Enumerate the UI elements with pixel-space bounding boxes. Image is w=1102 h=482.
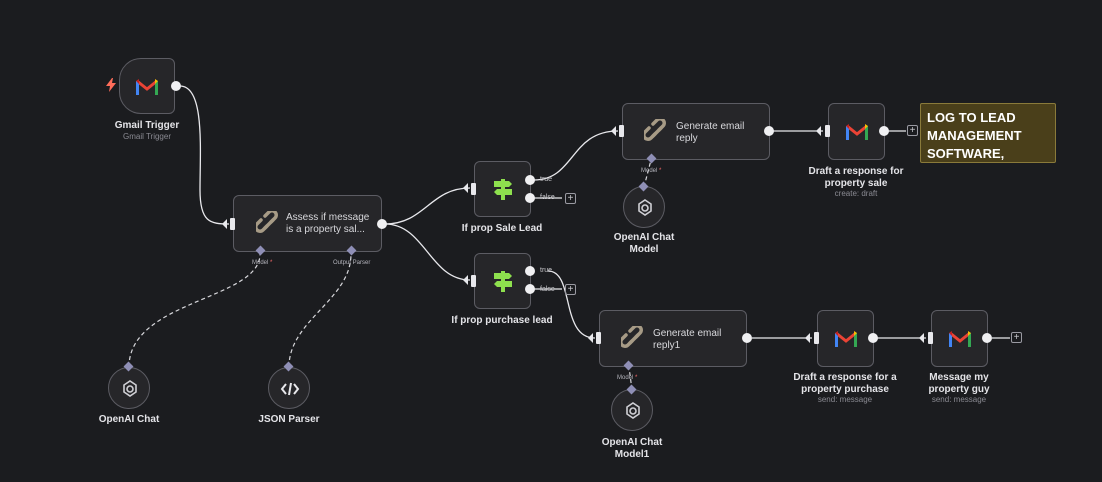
chain-link-icon xyxy=(621,326,643,348)
if-sale-label: If prop Sale Lead xyxy=(461,223,543,234)
message-guy-output[interactable] xyxy=(982,333,992,343)
gmail-icon xyxy=(949,331,971,347)
sticky-note[interactable]: LOG TO LEAD MANAGEMENT SOFTWARE, xyxy=(920,103,1056,163)
signpost-icon xyxy=(494,179,512,200)
draft-sale-output[interactable] xyxy=(879,126,889,136)
if-sale-input-handle[interactable] xyxy=(471,183,476,195)
assess-parser-port-label: Output Parser xyxy=(333,260,371,266)
assess-property-sale-node[interactable]: Assess if message is a property sal... xyxy=(233,195,382,252)
draft-purchase-sublabel: send: message xyxy=(817,395,873,404)
assess-node-title: Assess if message is a property sal... xyxy=(286,212,370,235)
if-purchase-false-output[interactable] xyxy=(525,284,535,294)
generate-reply-model-label: Model * xyxy=(641,168,662,174)
openai-icon xyxy=(626,402,640,419)
generate-email-reply-node[interactable]: Generate email reply xyxy=(622,103,770,160)
message-guy-add-button[interactable]: + xyxy=(1011,332,1022,343)
openai-chat-model1-node[interactable] xyxy=(611,389,653,431)
wire-openai-chat-to-assess xyxy=(128,253,261,368)
chain-link-icon xyxy=(644,119,666,141)
json-parser-label: JSON Parser xyxy=(258,414,320,425)
if-sale-false-label: false xyxy=(540,194,555,201)
openai-chat-model-node[interactable] xyxy=(623,186,665,228)
assess-output[interactable] xyxy=(377,219,387,229)
draft-property-purchase-node[interactable] xyxy=(817,310,874,367)
if-purchase-false-label: false xyxy=(540,286,555,293)
if-sale-true-output[interactable] xyxy=(525,175,535,185)
if-purchase-label: If prop purchase lead xyxy=(451,315,553,326)
draft-sale-label: Draft a response for property sale xyxy=(808,166,904,189)
openai-chat-model1-label: OpenAI Chat Model1 xyxy=(601,437,663,460)
if-purchase-true-output[interactable] xyxy=(525,266,535,276)
if-purchase-lead-node[interactable] xyxy=(474,253,531,309)
message-guy-label: Message my property guy xyxy=(928,372,990,395)
generate-reply1-model-label: Model * xyxy=(617,375,638,381)
wire-ifsale-true-to-genreply xyxy=(533,130,619,181)
if-purchase-input-handle[interactable] xyxy=(471,275,476,287)
code-icon xyxy=(280,382,300,396)
if-sale-false-output[interactable] xyxy=(525,193,535,203)
if-sale-false-add-button[interactable]: + xyxy=(565,193,576,204)
draft-sale-sublabel: create: draft xyxy=(834,189,878,198)
message-property-guy-node[interactable] xyxy=(931,310,988,367)
chain-link-icon xyxy=(256,211,278,233)
gmail-icon xyxy=(136,79,158,95)
gmail-icon xyxy=(846,124,868,140)
generate-reply1-output[interactable] xyxy=(742,333,752,343)
openai-icon xyxy=(123,380,137,397)
generate-reply1-title: Generate email reply1 xyxy=(653,328,722,351)
signpost-icon xyxy=(494,271,512,292)
generate-reply-input-handle[interactable] xyxy=(619,125,624,137)
if-sale-lead-node[interactable] xyxy=(474,161,531,217)
generate-reply1-input-handle[interactable] xyxy=(596,332,601,344)
wire-jsonparser-to-assess xyxy=(288,253,352,368)
gmail-trigger-output[interactable] xyxy=(171,81,181,91)
wire-assess-to-ifpurchase xyxy=(384,223,471,281)
generate-reply-output[interactable] xyxy=(764,126,774,136)
draft-purchase-label: Draft a response for a property purchase xyxy=(793,372,897,395)
message-guy-input-handle[interactable] xyxy=(928,332,933,344)
draft-purchase-output[interactable] xyxy=(868,333,878,343)
gmail-icon xyxy=(835,331,857,347)
generate-email-reply1-node[interactable]: Generate email reply1 xyxy=(599,310,747,367)
gmail-trigger-sublabel: Gmail Trigger xyxy=(122,132,171,141)
openai-chat-model-label: OpenAI Chat Model xyxy=(613,232,675,255)
draft-property-sale-node[interactable] xyxy=(828,103,885,160)
trigger-bolt-icon xyxy=(106,78,116,92)
openai-icon xyxy=(638,199,652,216)
draft-sale-add-button[interactable]: + xyxy=(907,125,918,136)
generate-reply-title: Generate email reply xyxy=(676,121,745,144)
gmail-trigger-label: Gmail Trigger xyxy=(114,120,180,131)
draft-purchase-input-handle[interactable] xyxy=(814,332,819,344)
assess-input-handle[interactable] xyxy=(230,218,235,230)
draft-sale-input-handle[interactable] xyxy=(825,125,830,137)
json-parser-node[interactable] xyxy=(268,367,310,409)
wire-assess-to-ifsale xyxy=(384,187,471,225)
if-sale-true-label: true xyxy=(540,176,553,183)
if-purchase-true-label: true xyxy=(540,267,553,274)
gmail-trigger-node[interactable] xyxy=(119,58,175,114)
openai-chat-label: OpenAI Chat xyxy=(98,414,160,425)
wire-trigger-to-assess xyxy=(179,85,230,225)
if-purchase-false-add-button[interactable]: + xyxy=(565,284,576,295)
message-guy-sublabel: send: message xyxy=(931,395,987,404)
openai-chat-node[interactable] xyxy=(108,367,150,409)
wire-openai-model-to-genreply xyxy=(643,159,652,188)
wire-ifpurchase-true-to-genreply1 xyxy=(547,270,596,339)
assess-model-port-label: Model * xyxy=(252,260,273,266)
